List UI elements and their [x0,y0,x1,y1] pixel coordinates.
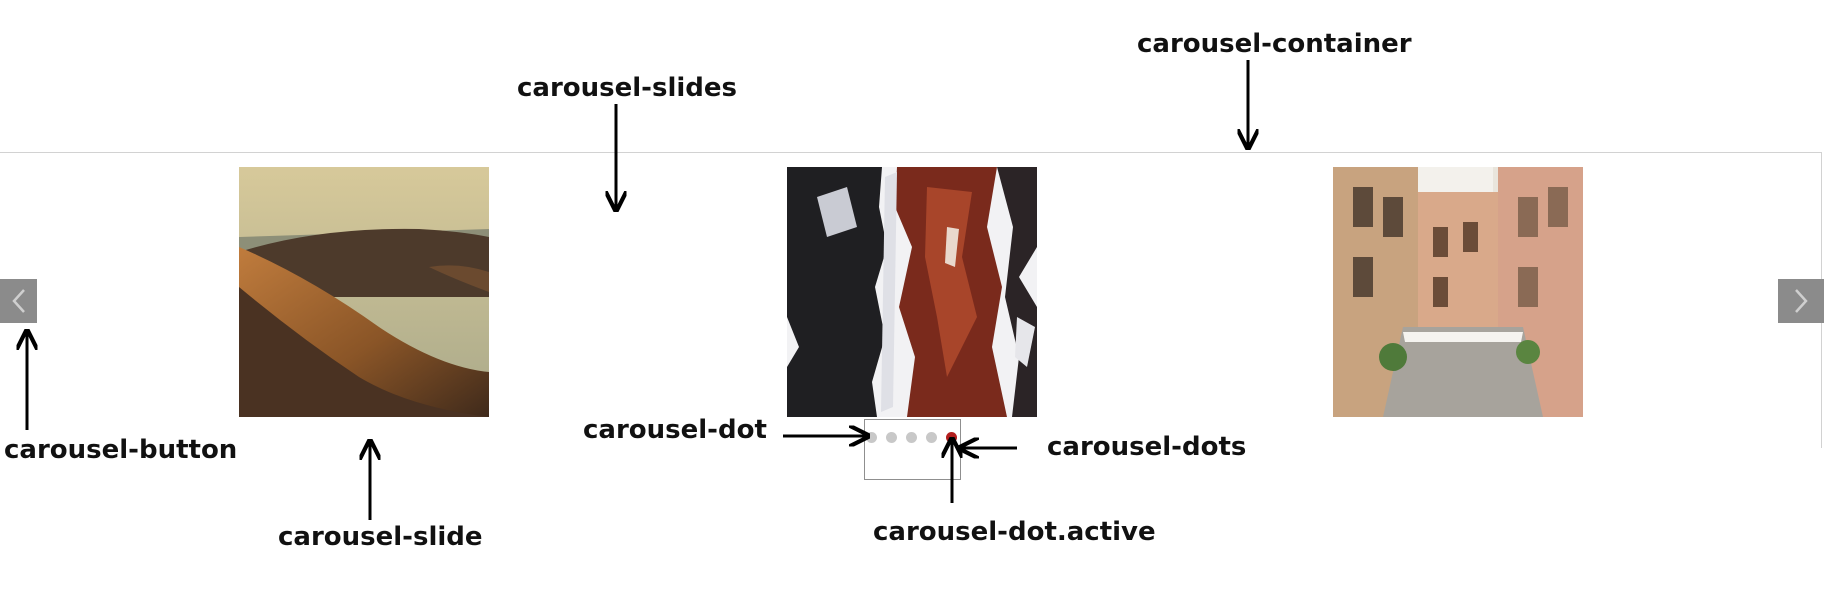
prev-button[interactable] [0,279,37,323]
chevron-left-icon [11,289,25,313]
carousel-dot[interactable] [886,432,897,443]
carousel-dot[interactable] [866,432,877,443]
label-carousel-slides: carousel-slides [517,73,737,103]
carousel-dot[interactable] [906,432,917,443]
carousel-dot-active[interactable] [946,432,957,443]
abstract-painting-image [787,167,1037,417]
street-scene-image [1333,167,1583,417]
label-carousel-button: carousel-button [4,435,238,465]
desert-dunes-image [239,167,489,417]
carousel-slide[interactable] [239,167,489,417]
carousel-dots [864,419,961,480]
label-carousel-dots: carousel-dots [1047,432,1247,462]
carousel-slide[interactable] [1333,167,1583,417]
label-carousel-slide: carousel-slide [278,522,483,552]
next-button[interactable] [1778,279,1824,323]
carousel-slide[interactable] [787,167,1037,417]
label-carousel-dot-active: carousel-dot.active [873,517,1156,547]
chevron-right-icon [1795,289,1808,313]
label-carousel-container: carousel-container [1137,29,1412,59]
carousel-dot[interactable] [926,432,937,443]
label-carousel-dot: carousel-dot [583,415,767,445]
